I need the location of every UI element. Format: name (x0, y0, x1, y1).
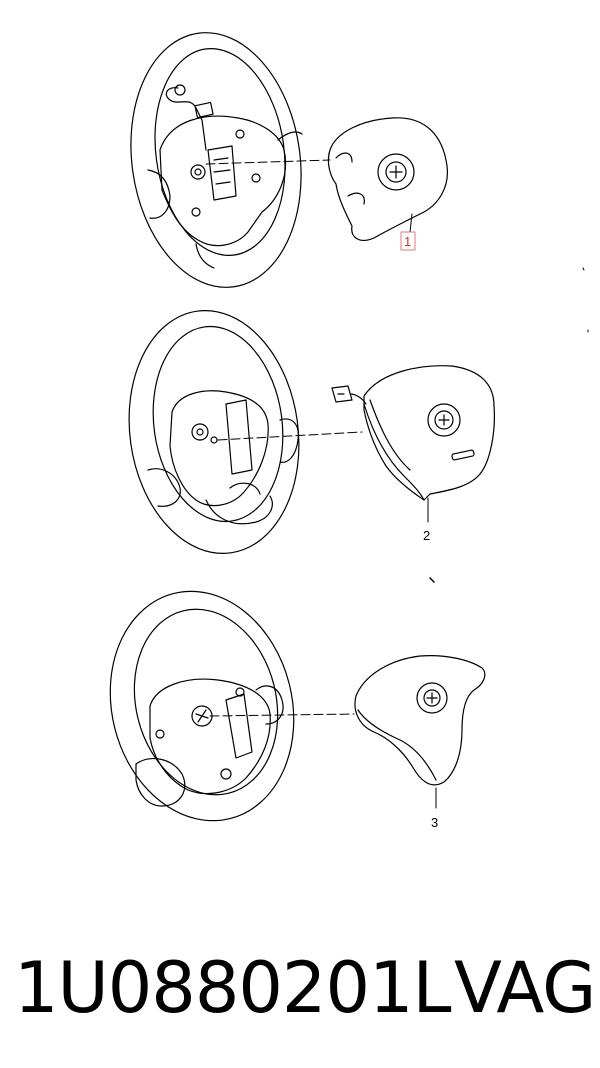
callout-2: 2 (423, 528, 430, 543)
skoda-logo-icon (427, 403, 461, 437)
callout-3: 3 (431, 815, 438, 830)
airbag-module-3 (354, 655, 486, 809)
skoda-logo-icon (416, 682, 448, 714)
caption: 1U0880201L VAG (0, 938, 600, 1048)
steering-wheel-airbag-diagram: 1 2 (109, 32, 589, 830)
steering-wheel-3 (109, 590, 295, 822)
steering-wheel-2 (128, 310, 300, 554)
skoda-logo-icon (377, 153, 415, 191)
callout-1: 1 (400, 231, 416, 251)
brand-name: VAG (454, 947, 596, 1029)
svg-text:2: 2 (423, 528, 430, 543)
part-number: 1U0880201L (14, 947, 452, 1029)
airbag-module-2 (331, 365, 495, 523)
airbag-module-1 (327, 117, 448, 241)
steering-wheel-1 (130, 32, 303, 288)
svg-text:3: 3 (431, 815, 438, 830)
svg-text:1: 1 (404, 234, 411, 249)
